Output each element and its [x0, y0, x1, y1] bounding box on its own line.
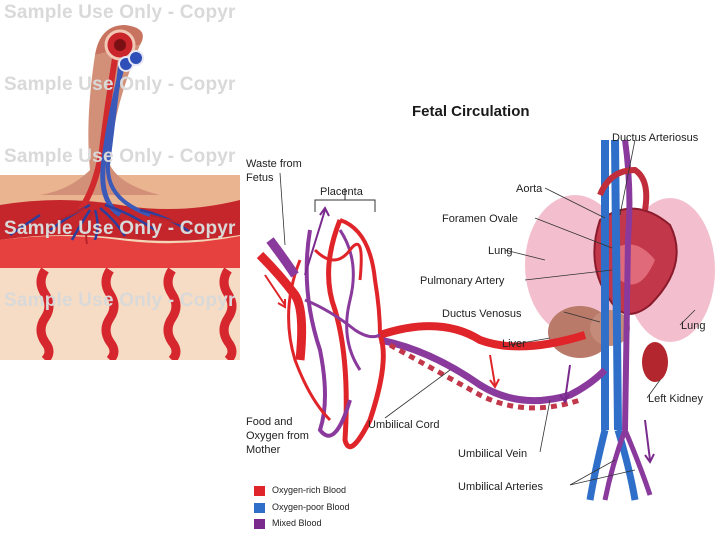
watermark-text: Sample Use Only - Copyr: [4, 218, 236, 240]
legend-swatch: [254, 503, 265, 513]
label-pulmonary-artery: Pulmonary Artery: [420, 274, 504, 288]
label-left-kidney: Left Kidney: [648, 392, 703, 406]
legend-swatch: [254, 519, 265, 529]
label-food-and-oxygen: Food and Oxygen from Mother: [246, 415, 309, 457]
label-lung-right: Lung: [681, 319, 705, 333]
watermark-text: Sample Use Only - Copyr: [4, 290, 236, 312]
label-lung-left: Lung: [488, 244, 512, 258]
watermark-text: Sample Use Only - Copyr: [4, 146, 236, 168]
legend-label: Oxygen-rich Blood: [272, 485, 346, 495]
label-placenta: Placenta: [320, 185, 363, 199]
label-ductus-venosus: Ductus Venosus: [442, 307, 522, 321]
label-umbilical-vein: Umbilical Vein: [458, 447, 527, 461]
label-aorta: Aorta: [516, 182, 542, 196]
legend-label: Mixed Blood: [272, 518, 322, 528]
label-foramen-ovale: Foramen Ovale: [442, 212, 518, 226]
label-liver: Liver: [502, 337, 526, 351]
label-ductus-arteriosus: Ductus Arteriosus: [612, 131, 698, 145]
label-umbilical-arteries: Umbilical Arteries: [458, 480, 543, 494]
label-umbilical-cord: Umbilical Cord: [368, 418, 440, 432]
watermark-text: Sample Use Only - Copyr: [4, 74, 236, 96]
legend-swatch: [254, 486, 265, 496]
watermark-text: Sample Use Only - Copyr: [4, 2, 236, 24]
diagram-title: Fetal Circulation: [412, 103, 530, 120]
label-waste-from-fetus: Waste from Fetus: [246, 157, 302, 185]
legend-label: Oxygen-poor Blood: [272, 502, 350, 512]
left-kidney: [642, 342, 668, 382]
